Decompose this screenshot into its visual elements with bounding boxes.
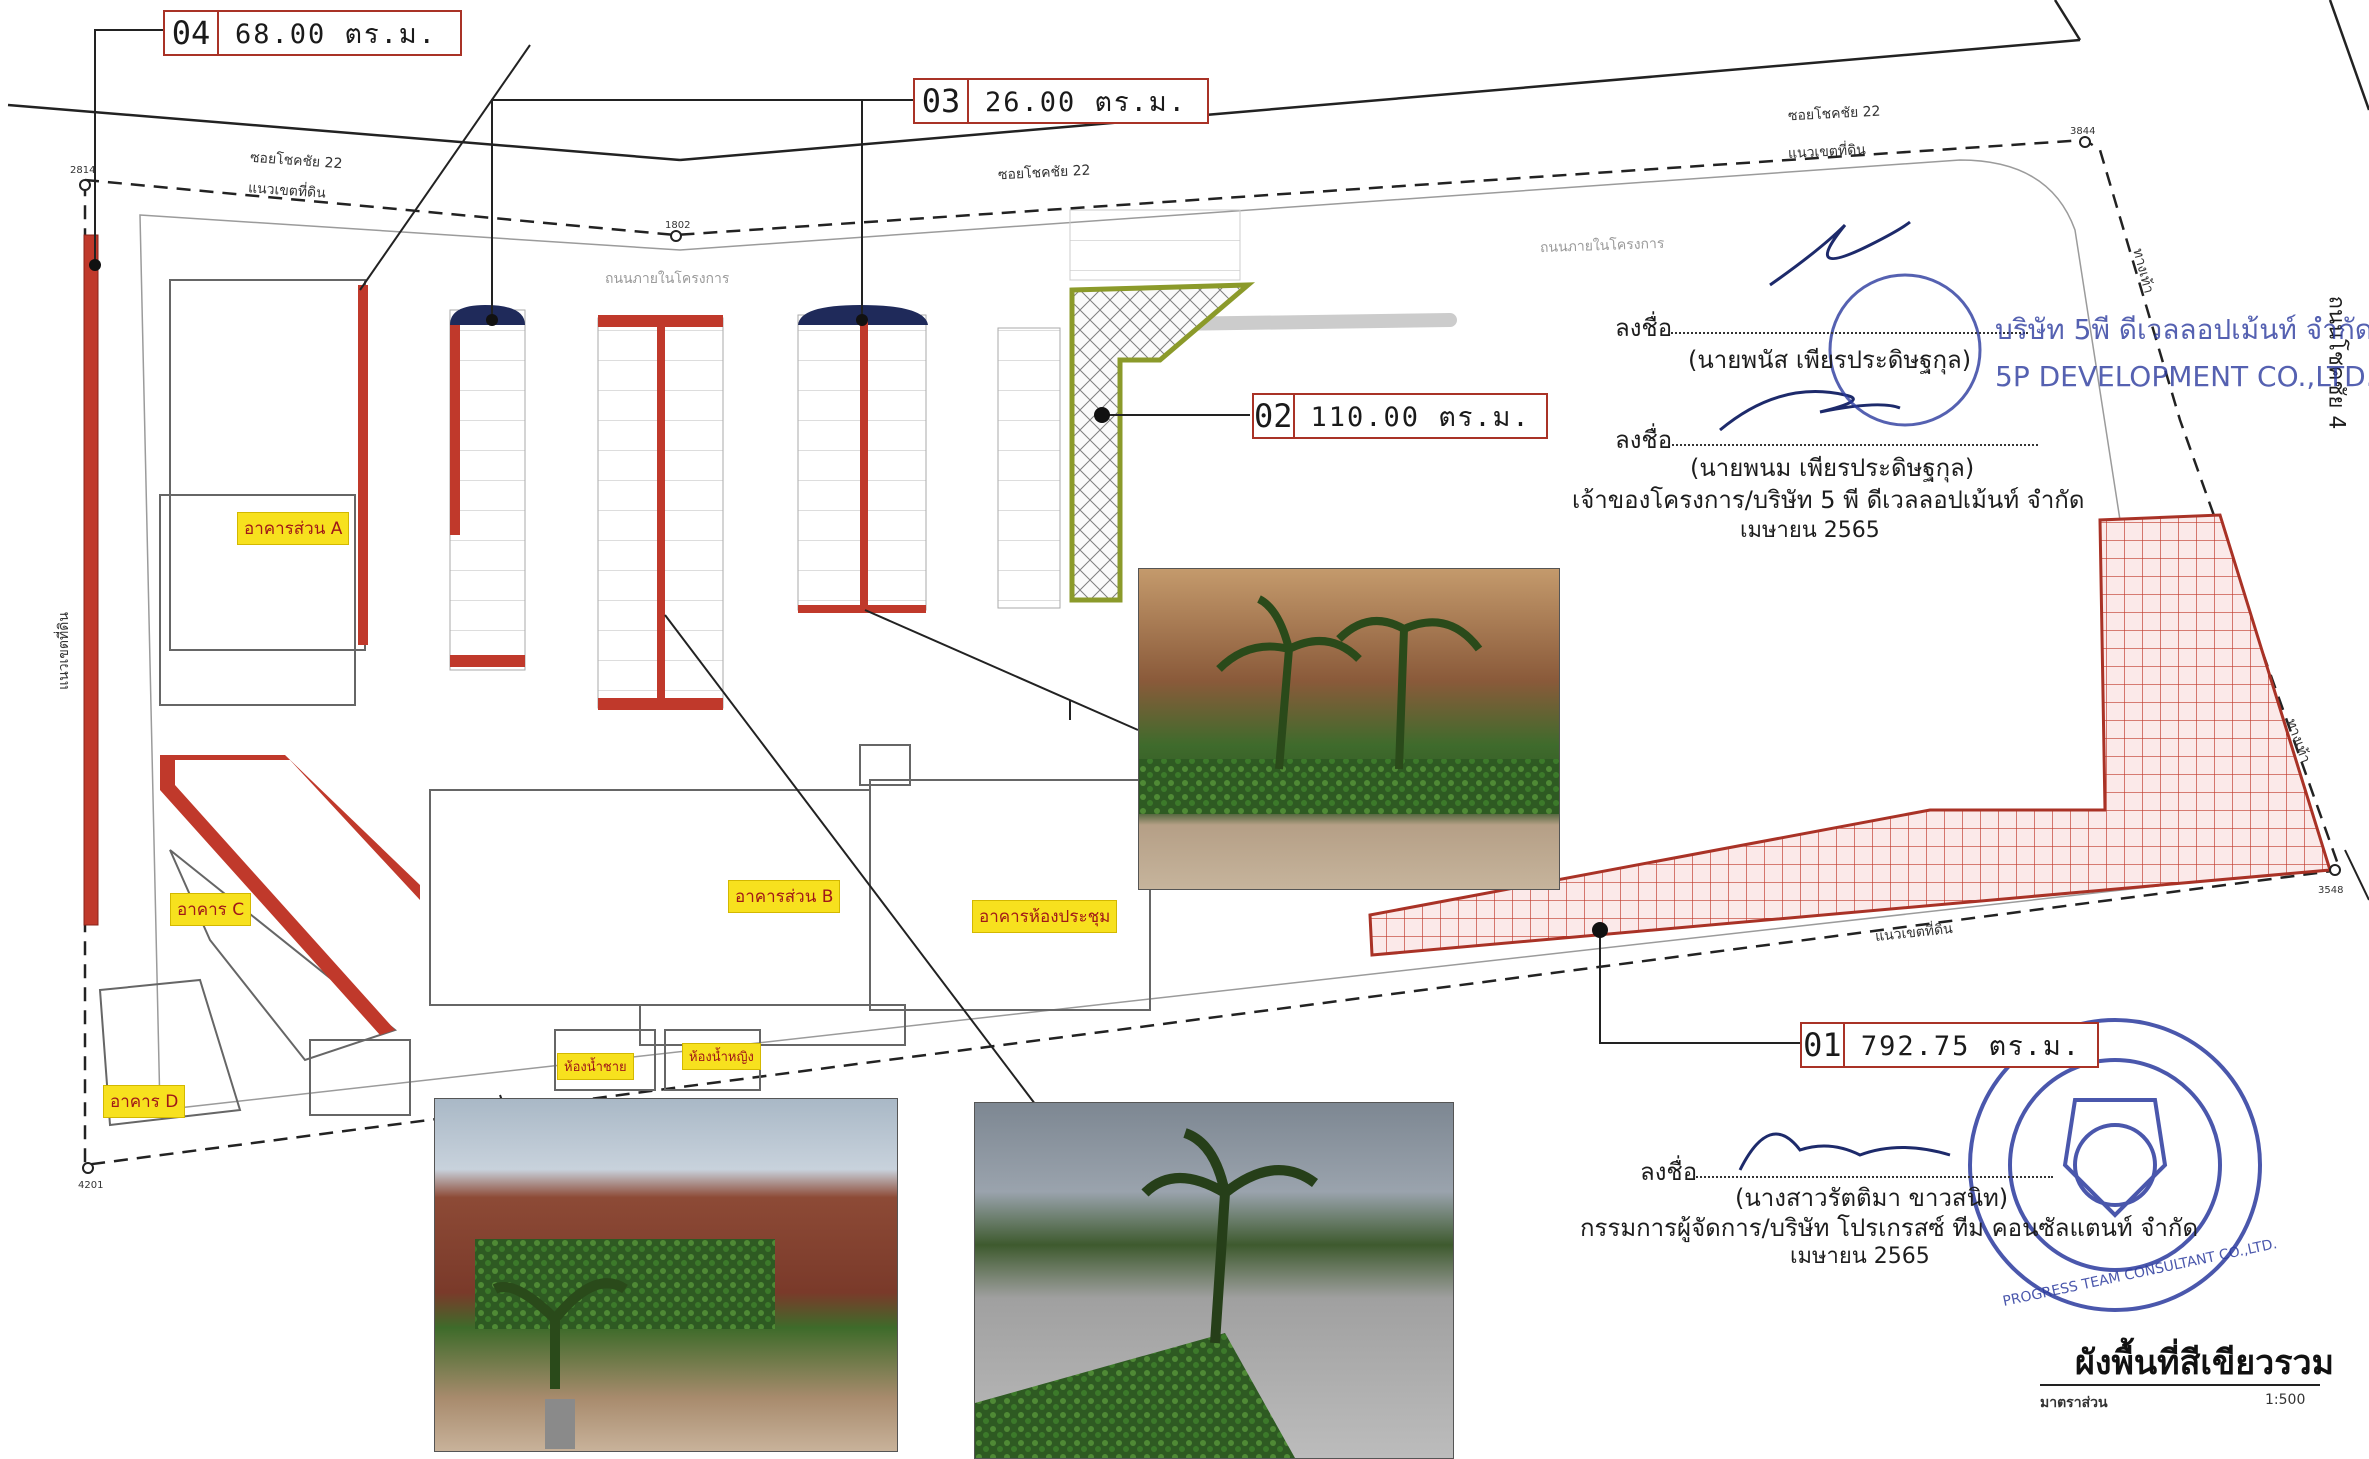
toilet-male-label: ห้องน้ำชาย bbox=[557, 1053, 634, 1080]
sign-dotted-line-2 bbox=[1668, 444, 2038, 446]
green-area-01 bbox=[1368, 513, 2332, 957]
area-tag-04-number: 04 bbox=[165, 12, 219, 54]
internal-road-label-top: ถนนภายในโครงการ bbox=[1539, 235, 1665, 257]
sign-date-3: เมษายน 2565 bbox=[1790, 1244, 1930, 1269]
building-a-label: อาคารส่วน A bbox=[237, 512, 350, 545]
area-tag-01: 01 792.75 ตร.ม. bbox=[1800, 1022, 2099, 1068]
signature-strokes bbox=[1719, 220, 1951, 1171]
marker-3548: 3548 bbox=[2318, 885, 2344, 896]
signer-name-3: (นางสาวรัตติมา ขาวสนิท) bbox=[1735, 1184, 2009, 1212]
toilet-female-label: ห้องน้ำหญิง bbox=[682, 1043, 761, 1070]
boundary-label-left: แนวเขตที่ดิน bbox=[55, 612, 72, 690]
palm-scene-1 bbox=[1139, 595, 1559, 814]
building-b-label: อาคารส่วน B bbox=[728, 880, 841, 913]
drawing-title: ผังพื้นที่สีเขียวรวม bbox=[2075, 1343, 2334, 1383]
internal-road-label-mid: ถนนภายในโครงการ bbox=[605, 271, 730, 287]
area-tag-01-number: 01 bbox=[1802, 1024, 1845, 1066]
signer-name-2: (นายพนม เพียรประดิษฐกุล) bbox=[1690, 454, 1975, 482]
marker-1802: 1802 bbox=[665, 220, 691, 231]
company-stamp-th: บริษัท 5พี ดีเวลลอปเม้นท์ จำกัด bbox=[1995, 313, 2369, 346]
scale-value: 1:500 bbox=[2265, 1392, 2306, 1408]
marker-3844: 3844 bbox=[2070, 126, 2096, 137]
palm-scene-2 bbox=[975, 1128, 1318, 1458]
company-stamp bbox=[1828, 273, 1982, 427]
sign-label-3: ลงชื่อ bbox=[1640, 1158, 1698, 1186]
photo-green-area-04 bbox=[434, 1098, 898, 1452]
signer-name-1: (นายพนัส เพียรประดิษฐกุล) bbox=[1688, 346, 1972, 374]
building-d-label: อาคาร D bbox=[103, 1085, 186, 1118]
area-tag-02: 02 110.00 ตร.ม. bbox=[1252, 393, 1548, 439]
sign-dotted-line-1 bbox=[1668, 332, 2028, 334]
consultant-seal bbox=[1968, 1018, 2262, 1312]
area-tag-04: 04 68.00 ตร.ม. bbox=[163, 10, 462, 56]
sign-date-2: เมษายน 2565 bbox=[1740, 518, 1880, 543]
company-stamp-en: 5P DEVELOPMENT CO.,LTD. bbox=[1995, 360, 2369, 393]
site-outline bbox=[139, 159, 2302, 1111]
road-lines bbox=[7, 0, 2369, 901]
area-tag-02-number: 02 bbox=[1254, 395, 1295, 437]
green-area-02 bbox=[1069, 282, 1256, 603]
sign-label-1: ลงชื่อ bbox=[1615, 314, 1673, 342]
area-tag-01-value: 792.75 ตร.ม. bbox=[1860, 1030, 2081, 1062]
marker-2814: 2814 bbox=[70, 165, 96, 176]
scale-label: มาตราส่วน bbox=[2040, 1395, 2108, 1411]
leader-lines bbox=[94, 29, 1800, 1221]
area-tag-03-value: 26.00 ตร.ม. bbox=[985, 86, 1187, 118]
signer-role-3: กรรมการผู้จัดการ/บริษัท โปรเกรสซ์ ทีม คอ… bbox=[1580, 1214, 2199, 1242]
meeting-building-label: อาคารห้องประชุม bbox=[972, 900, 1118, 933]
green-area-04 bbox=[83, 234, 368, 926]
area-tag-03-number: 03 bbox=[915, 80, 969, 122]
green-area-03 bbox=[160, 305, 928, 1035]
leader-dots bbox=[89, 259, 1608, 938]
sign-dotted-line-3 bbox=[1693, 1176, 2053, 1178]
garden-scene bbox=[475, 1239, 775, 1449]
area-tag-02-value: 110.00 ตร.ม. bbox=[1310, 401, 1531, 433]
area-tag-03: 03 26.00 ตร.ม. bbox=[913, 78, 1209, 124]
photo-green-area-02 bbox=[1138, 568, 1560, 890]
boundary-label-top-right: แนวเขตที่ดิน bbox=[1787, 141, 1867, 163]
area-tag-04-value: 68.00 ตร.ม. bbox=[235, 18, 437, 50]
signer-role-2: เจ้าของโครงการ/บริษัท 5 พี ดีเวลลอปเม้นท… bbox=[1572, 486, 2085, 514]
photo-green-area-03 bbox=[974, 1102, 1454, 1459]
building-c-label: อาคาร C bbox=[170, 893, 252, 926]
survey-markers bbox=[79, 136, 2341, 1174]
marker-4201: 4201 bbox=[78, 1180, 104, 1191]
sign-label-2: ลงชื่อ bbox=[1615, 426, 1673, 454]
